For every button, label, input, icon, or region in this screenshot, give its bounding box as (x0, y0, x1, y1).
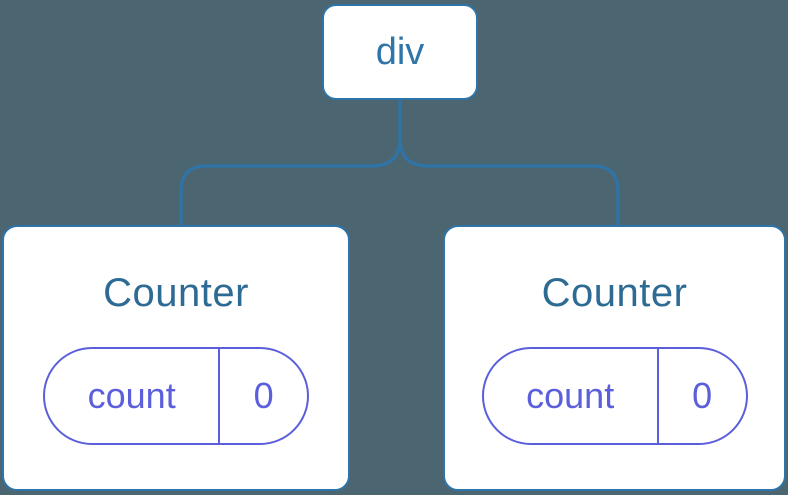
edge-root-to-right-counter (398, 98, 620, 228)
state-key: count (45, 349, 221, 443)
state-key: count (484, 349, 659, 443)
state-value: 0 (692, 375, 713, 416)
edge-root-to-left-counter (179, 98, 402, 228)
state-pill: count 0 (481, 347, 748, 445)
root-node-label: div (375, 30, 425, 73)
counter-card-left: Counter count 0 (2, 225, 350, 491)
state-value: 0 (253, 375, 274, 416)
component-title: Counter (103, 271, 249, 315)
counter-card-right: Counter count 0 (443, 225, 786, 491)
state-pill: count 0 (43, 347, 309, 445)
root-node-div: div (322, 4, 478, 100)
component-title: Counter (541, 271, 688, 315)
